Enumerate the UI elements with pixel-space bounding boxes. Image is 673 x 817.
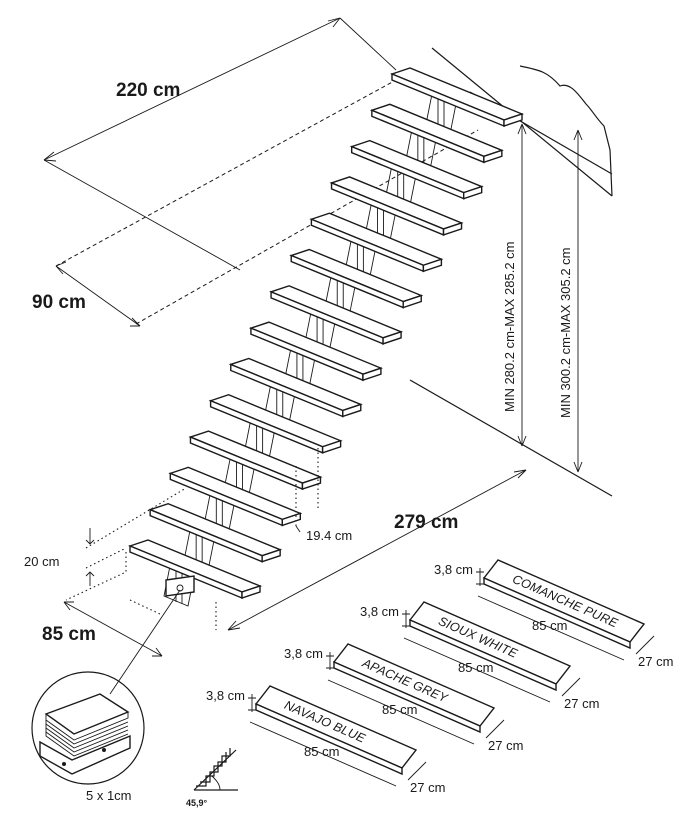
- stair-tread-side: [422, 258, 443, 273]
- stair-tread-side: [321, 439, 342, 454]
- tread-board-depth: 27 cm: [564, 696, 599, 711]
- tread-board-length: 85 cm: [458, 660, 493, 675]
- height-dimension-2: [573, 129, 583, 473]
- stair-tread-side: [503, 113, 523, 127]
- stair-tread-side: [241, 585, 261, 599]
- tread-board-depth: 27 cm: [410, 780, 445, 795]
- thickness-tick: [476, 568, 484, 586]
- thickness-tick: [248, 694, 256, 712]
- stair-tread-side: [402, 294, 422, 309]
- bottom-guides: [65, 448, 319, 630]
- staircase: [127, 67, 525, 607]
- tread-board-thickness: 3,8 cm: [284, 646, 323, 661]
- label-279: 279 cm: [394, 512, 458, 533]
- stair-tread-side: [483, 149, 503, 164]
- dimension-85: [63, 601, 163, 657]
- stair-tread-side: [261, 548, 281, 563]
- depth-dimension-line: [407, 761, 427, 781]
- label-85: 85 cm: [42, 624, 96, 645]
- tread-board-edge: [255, 702, 403, 776]
- label-19-4: 19.4 cm: [306, 528, 352, 543]
- tread-board-thickness: 3,8 cm: [360, 604, 399, 619]
- label-height-2: MIN 300.2 cm-MAX 305.2 cm: [558, 248, 573, 419]
- stair-tread-side: [301, 476, 322, 491]
- label-90: 90 cm: [32, 292, 86, 313]
- tread-board-thickness: 3,8 cm: [434, 562, 473, 577]
- label-height-1: MIN 280.2 cm-MAX 285.2 cm: [502, 242, 517, 413]
- stair-tread-side: [442, 221, 463, 236]
- depth-dimension-line: [485, 719, 505, 739]
- stair-tread-side: [462, 185, 483, 200]
- thickness-tick: [402, 610, 410, 628]
- dimension-90: [55, 79, 479, 327]
- stair-angle-icon: [193, 748, 238, 791]
- tread-board-edge: [409, 618, 557, 692]
- stair-tread-side: [362, 367, 382, 382]
- depth-dimension-line: [561, 677, 581, 697]
- label-220: 220 cm: [116, 80, 180, 101]
- length-dimension-line: [249, 721, 397, 787]
- stair-tread-side: [342, 403, 362, 418]
- dimension-279: [227, 469, 527, 631]
- length-dimension-line: [477, 595, 625, 661]
- label-angle: 45,9°: [186, 798, 208, 808]
- shim-kit-detail: [31, 671, 145, 785]
- tread-board-length: 85 cm: [532, 618, 567, 633]
- stair-tread-side: [382, 330, 402, 345]
- tread-board-edge: [483, 576, 631, 650]
- base-bracket: [109, 575, 195, 695]
- height-dimension-1: [517, 123, 527, 447]
- label-kit: 5 x 1cm: [86, 788, 132, 803]
- floor-line: [409, 379, 613, 497]
- tread-board-depth: 27 cm: [638, 654, 673, 669]
- dimension-220: [43, 17, 397, 271]
- label-20: 20 cm: [24, 554, 59, 569]
- length-dimension-line: [403, 637, 551, 703]
- tread-board-depth: 27 cm: [488, 738, 523, 753]
- thickness-tick: [326, 652, 334, 670]
- length-dimension-line: [327, 679, 475, 745]
- tread-board-length: 85 cm: [304, 744, 339, 759]
- tread-board-thickness: 3,8 cm: [206, 688, 245, 703]
- stair-tread: [389, 67, 525, 121]
- tread-board-edge: [333, 660, 481, 734]
- tread-board-length: 85 cm: [382, 702, 417, 717]
- depth-dimension-line: [635, 635, 655, 655]
